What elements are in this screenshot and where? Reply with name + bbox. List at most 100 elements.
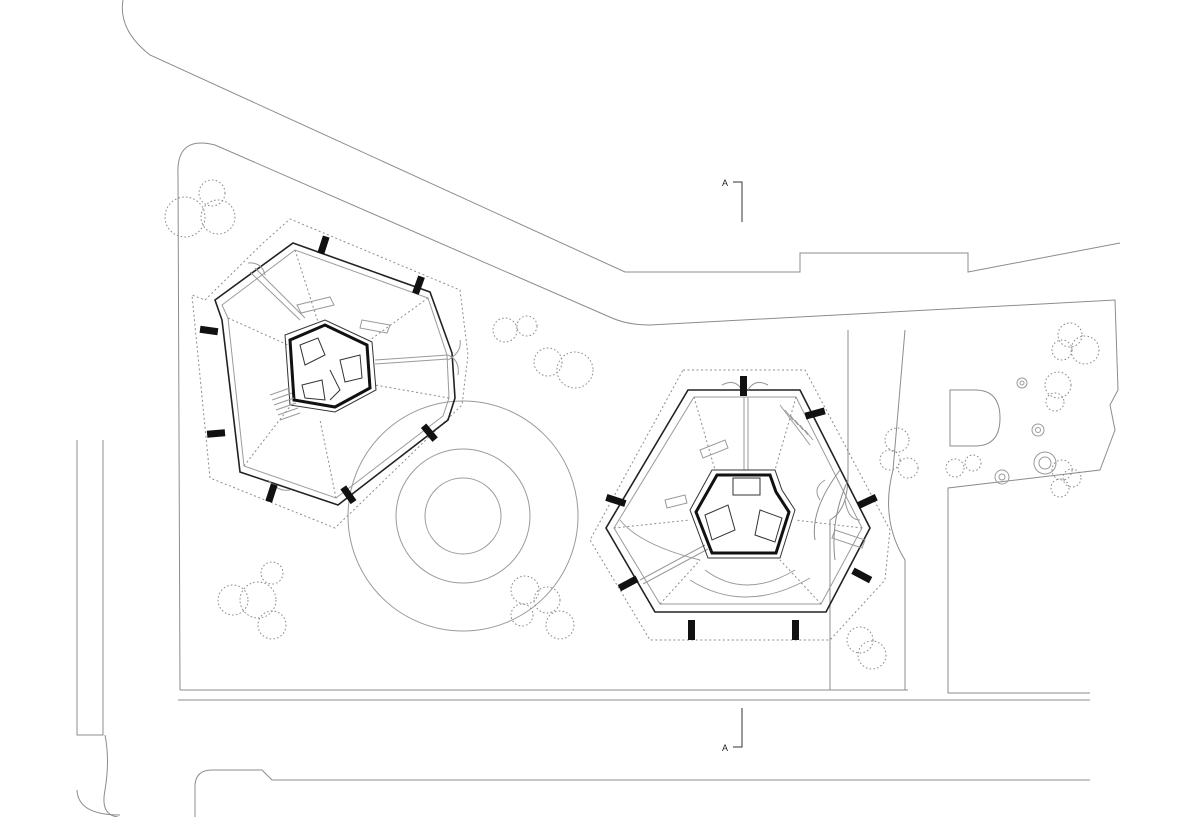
building-east — [589, 369, 891, 641]
tree-canopy — [1045, 392, 1065, 412]
tree-canopy — [857, 640, 887, 670]
tree-canopy — [884, 427, 910, 453]
column — [792, 620, 799, 640]
column — [206, 429, 226, 438]
section-marker-top: A — [722, 178, 743, 222]
section-label-top: A — [722, 178, 728, 188]
column — [856, 494, 878, 509]
tree-canopy — [510, 575, 540, 605]
core-outer — [689, 469, 796, 559]
column — [199, 325, 219, 336]
tree-canopy — [260, 561, 284, 585]
facade-to-core-lines — [613, 396, 863, 605]
tree-canopy — [492, 317, 518, 343]
core-outer — [284, 319, 377, 413]
tree-canopy — [556, 351, 594, 389]
plaza-ring-inner — [424, 477, 502, 555]
tree-canopy — [545, 610, 575, 640]
column — [740, 376, 747, 396]
path-divider-1 — [829, 330, 849, 690]
column — [688, 620, 695, 640]
street-edge-west-2 — [103, 734, 119, 817]
tree-pit — [998, 473, 1006, 481]
tree-canopy — [879, 449, 901, 471]
tree-canopy — [164, 196, 206, 238]
tree-canopy — [1051, 459, 1073, 481]
door-swing — [721, 381, 861, 521]
facade-to-core-lines — [227, 249, 450, 499]
tree-canopy — [1044, 371, 1072, 399]
tree-canopy — [1057, 322, 1083, 348]
stair — [269, 387, 301, 421]
tree-pit — [1038, 456, 1052, 470]
sidewalk-south — [194, 769, 1090, 817]
tree-pit — [1019, 380, 1025, 386]
column — [317, 235, 330, 255]
bench — [296, 296, 391, 334]
tree-canopy — [257, 610, 287, 640]
column — [420, 423, 438, 442]
section-label-bottom: A — [722, 743, 728, 753]
tree-canopy — [217, 584, 249, 616]
column — [340, 485, 357, 505]
tree-canopy — [200, 199, 236, 235]
tree-canopy — [510, 603, 534, 627]
core-rooms — [299, 337, 363, 401]
tree-pit — [1035, 427, 1041, 433]
radial-walkway — [639, 397, 749, 585]
section-cut-line-top — [733, 181, 743, 222]
facade-outline — [605, 389, 871, 613]
tree-canopy — [1070, 335, 1100, 365]
tree-canopy — [198, 179, 226, 207]
tree-canopy — [1062, 468, 1082, 488]
tree-canopy — [846, 626, 874, 654]
facade-inner-line — [221, 249, 450, 499]
radial-walkway — [249, 267, 449, 365]
column — [605, 494, 627, 507]
stair — [779, 404, 814, 446]
street-edge-west — [76, 440, 104, 736]
tree-canopy — [1050, 478, 1070, 498]
roof-outline — [589, 369, 891, 641]
door-swing — [247, 262, 461, 491]
tree-canopy — [1051, 339, 1073, 361]
tree-canopy — [964, 454, 982, 472]
tree-canopy — [516, 315, 538, 337]
street-edge-north — [121, 0, 1121, 273]
column — [617, 575, 639, 592]
curb-southwest — [76, 789, 121, 816]
tree-canopy — [239, 581, 277, 619]
core-wall — [694, 473, 791, 555]
column — [412, 275, 425, 295]
site-outlines — [76, 0, 1121, 817]
tree-canopy — [533, 347, 563, 377]
semicircle-pavilion — [949, 389, 1001, 447]
trees — [164, 179, 1100, 670]
tree-canopy — [945, 458, 965, 478]
plaza-ring-outer — [347, 400, 579, 632]
tree-canopy — [897, 457, 919, 479]
curved-ramp — [619, 519, 811, 598]
bench — [664, 439, 866, 549]
column — [804, 407, 826, 420]
roof-outline — [191, 218, 469, 529]
core-rooms — [704, 477, 783, 543]
core-wall — [288, 323, 372, 409]
column — [265, 483, 278, 503]
facade-outline — [214, 242, 456, 506]
plaza-ring-middle — [395, 448, 531, 584]
plaza-edge — [177, 142, 1119, 694]
tree-pit — [994, 469, 1010, 485]
tree-pit — [1016, 377, 1028, 389]
entrance-path — [813, 469, 849, 561]
section-marker-bottom: A — [722, 708, 743, 753]
building-west — [191, 218, 469, 529]
tree-canopy — [533, 586, 561, 614]
section-cut-line-bottom — [733, 708, 743, 748]
path-divider-2 — [888, 329, 906, 690]
tree-pit — [1033, 451, 1057, 475]
tree-pit — [1031, 423, 1045, 437]
circular-plaza — [347, 400, 579, 632]
column — [851, 567, 873, 584]
